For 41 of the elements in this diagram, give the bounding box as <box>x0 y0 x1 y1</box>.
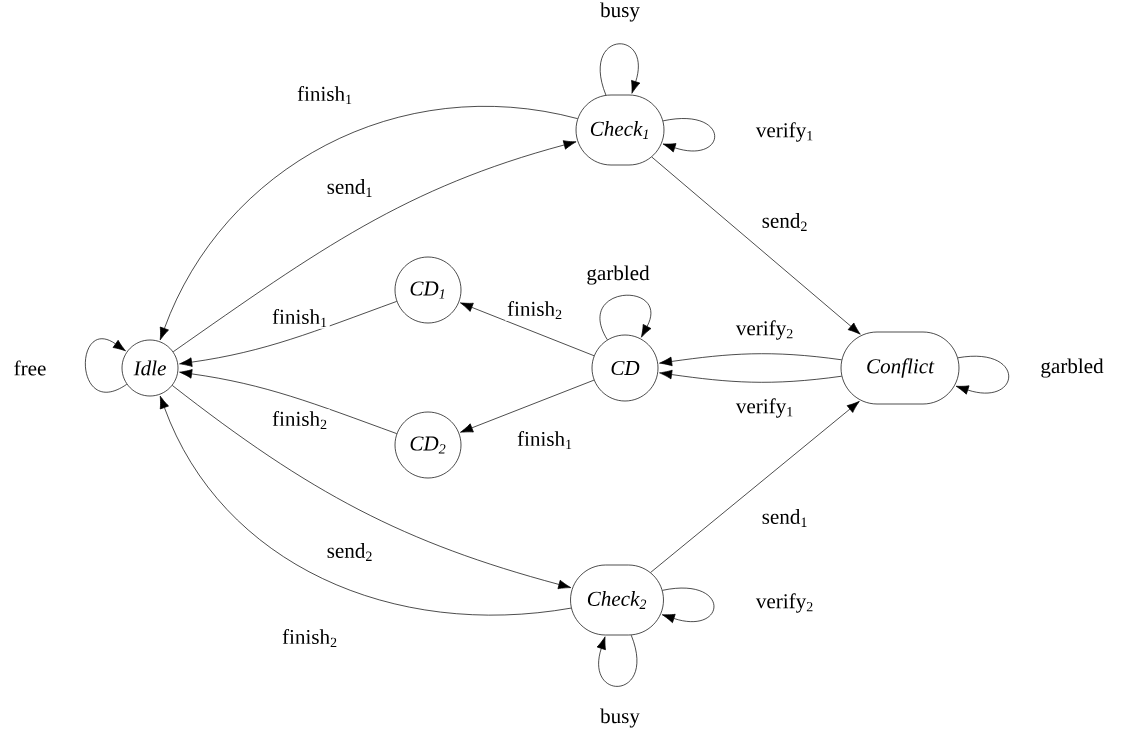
transition-arrow <box>460 302 595 357</box>
self-loop-arrow <box>955 355 1010 395</box>
edge-label: send$_{1}$ <box>324 177 376 199</box>
transition-arrow <box>159 395 572 616</box>
transition-arrow <box>460 379 595 433</box>
self-loop-arrow <box>596 634 638 687</box>
transition-arrow <box>650 401 860 573</box>
edge-label: busy <box>598 0 642 24</box>
transition-arrow <box>172 140 577 353</box>
edge-label: garbled <box>1038 356 1106 380</box>
self-loop-arrow <box>661 587 715 623</box>
transition-arrow <box>659 353 842 367</box>
state-box: Check$_{1}$ <box>575 94 665 166</box>
edge-label: verify$_{2}$ <box>734 318 796 342</box>
transition-arrow <box>172 385 572 590</box>
edge-label: verify$_{2}$ <box>754 591 816 615</box>
edge-label: garbled <box>584 263 652 287</box>
edge-label: finish$_{2}$ <box>505 299 565 321</box>
edge-label: verify$_{1}$ <box>754 120 816 144</box>
edge-label: free <box>11 358 49 378</box>
edge-label: verify$_{1}$ <box>734 396 796 420</box>
state-box: Conflict <box>840 331 960 405</box>
edge-label: finish$_{1}$ <box>270 307 330 329</box>
self-loop-arrow <box>599 43 641 96</box>
edge-label: finish$_{1}$ <box>295 84 355 106</box>
transition-arrow <box>159 105 578 341</box>
edge-label: send$_{2}$ <box>324 541 376 563</box>
self-loop-arrow <box>662 118 715 153</box>
edge-label: finish$_{2}$ <box>280 627 340 649</box>
transition-arrow <box>179 369 397 434</box>
transition-arrow <box>651 156 861 335</box>
edge-label: send$_{2}$ <box>759 211 811 233</box>
edge-label: busy <box>598 706 642 730</box>
state-box: Check$_{2}$ <box>570 564 664 636</box>
edge-label: finish$_{1}$ <box>515 429 575 451</box>
transition-arrow <box>179 301 397 367</box>
transition-arrow <box>659 369 842 383</box>
edge-label: finish$_{2}$ <box>270 409 330 431</box>
edge-label: send$_{1}$ <box>759 507 811 529</box>
self-loop-arrow <box>85 338 128 393</box>
self-loop-arrow <box>599 295 652 341</box>
